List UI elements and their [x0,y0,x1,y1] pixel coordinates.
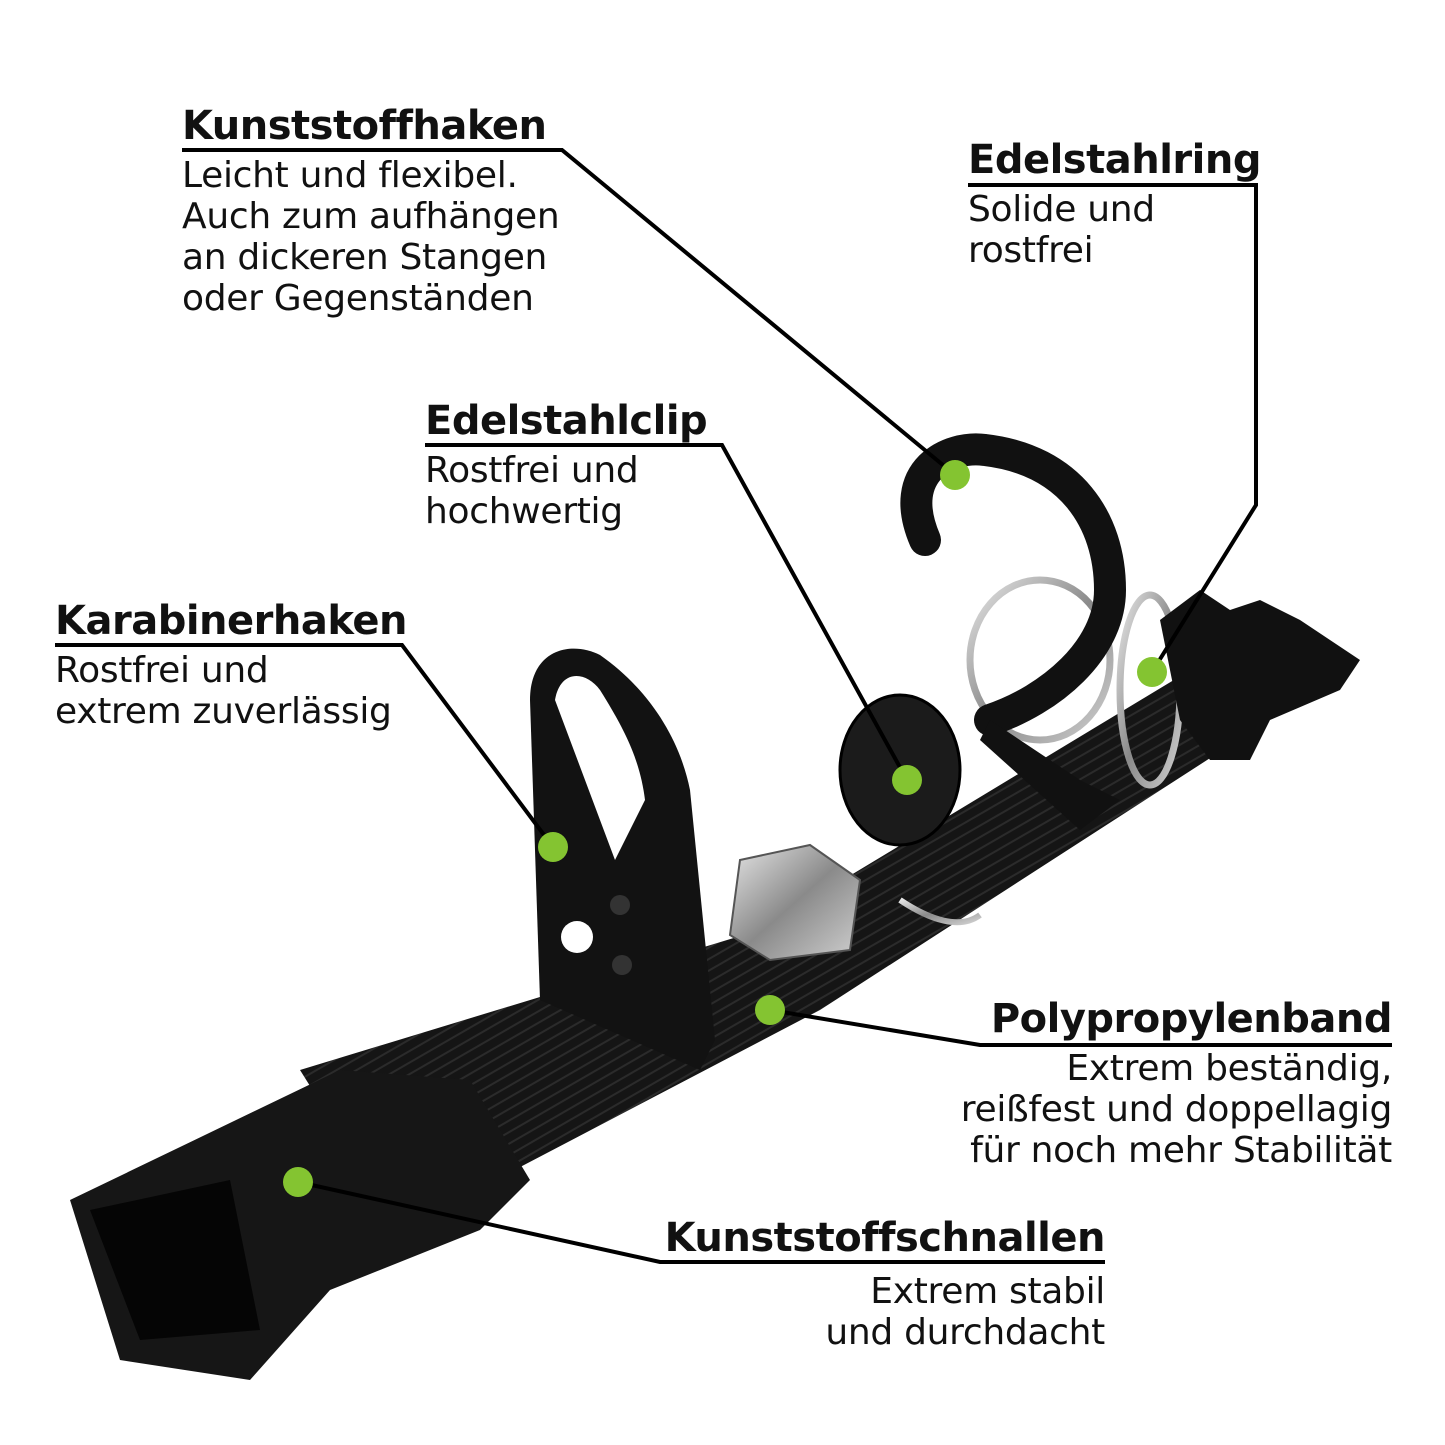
dot-kunststoffhaken [940,460,970,490]
dot-edelstahlclip [892,765,922,795]
dot-karabinerhaken [538,832,568,862]
callout-title: Edelstahlring [968,137,1261,183]
callout-kunststoffschnallen: Kunststoffschnallen Extrem stabil und du… [664,1215,1106,1353]
leader-line-kunststoffschnallen [297,1180,1105,1264]
plastic-hook-graphic [900,433,1127,830]
leader-lines [55,148,1392,1264]
leader-line-karabinerhaken [55,643,555,849]
callout-polypropylenband: Polypropylenband Extrem beständig, reißf… [960,996,1393,1171]
callout-description: Extrem beständig, reißfest und doppellag… [960,1048,1393,1171]
dot-polypropylenband [755,995,785,1025]
carabiner-graphic [530,648,715,1070]
leader-line-kunststoffhaken [182,148,957,477]
callout-edelstahlclip: Edelstahlclip Rostfrei und hochwertig [425,398,708,532]
leader-line-edelstahlclip [425,443,909,781]
callout-description: Rostfrei und extrem zuverlässig [55,650,392,732]
buckle-front-graphic [70,1070,530,1380]
callout-dots [283,460,1167,1197]
callout-title: Kunststoffhaken [182,103,547,149]
callout-karabinerhaken: Karabinerhaken Rostfrei und extrem zuver… [55,598,407,732]
dot-kunststoffschnallen [283,1167,313,1197]
leader-line-polypropylenband [769,1008,1392,1047]
callout-description: Leicht und flexibel. Auch zum aufhängen … [182,155,560,319]
callout-title: Kunststoffschnallen [664,1215,1106,1261]
leader-line-edelstahlring [968,183,1258,674]
steel-clip-graphic [728,693,982,962]
callout-title: Polypropylenband [990,996,1393,1042]
callout-description: Solide und rostfrei [968,189,1155,271]
callout-kunststoffhaken: Kunststoffhaken Leicht und flexibel. Auc… [182,103,560,319]
buckle-right-graphic [1160,590,1360,760]
callout-title: Edelstahlclip [425,398,708,444]
callout-title: Karabinerhaken [55,598,407,644]
dot-edelstahlring [1137,657,1167,687]
callout-edelstahlring: Edelstahlring Solide und rostfrei [968,137,1261,271]
callout-description: Extrem stabil und durchdacht [825,1271,1105,1353]
callout-description: Rostfrei und hochwertig [425,450,639,532]
